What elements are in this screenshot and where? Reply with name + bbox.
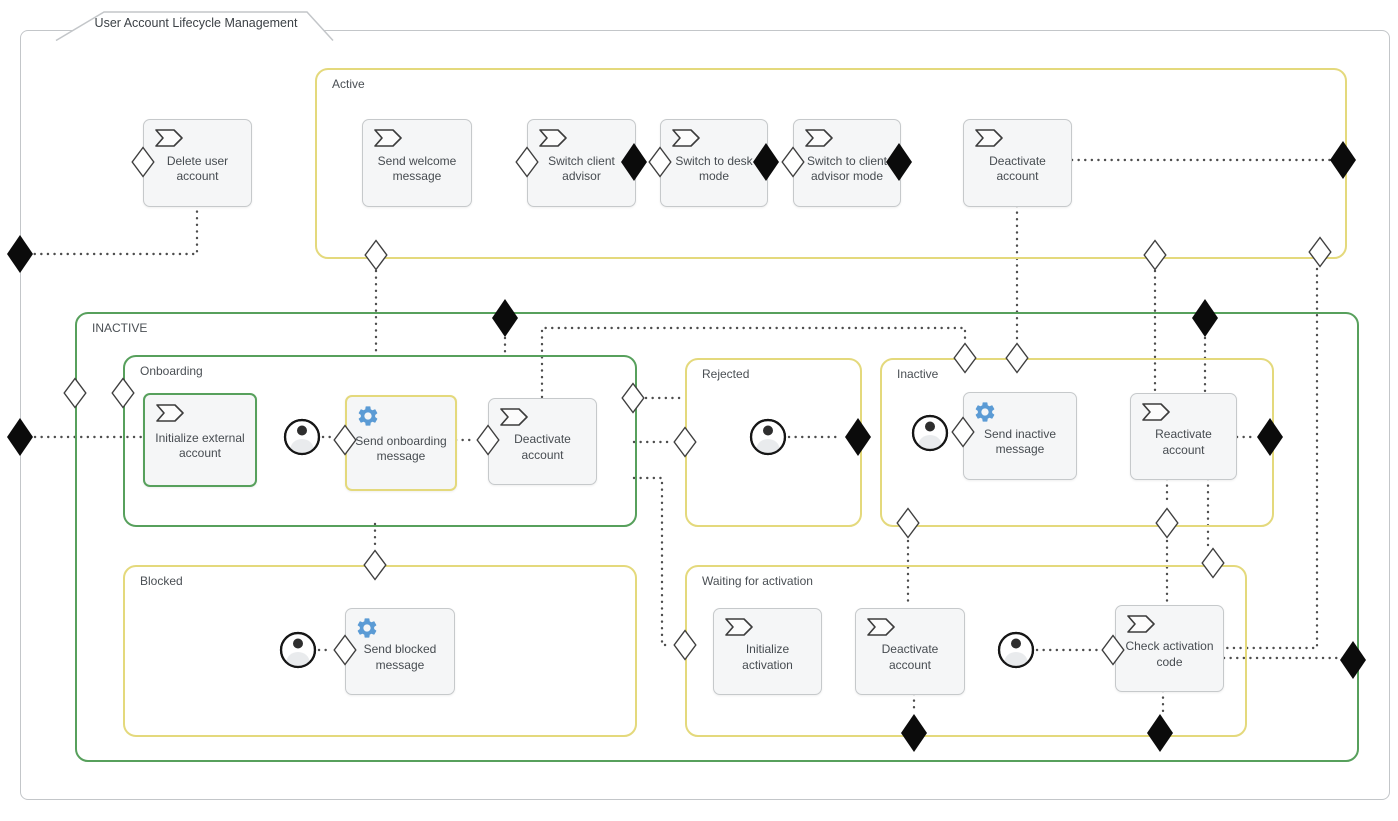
task-label: Reactivate account: [1155, 427, 1212, 457]
task-deactivate-account-waiting[interactable]: Deactivate account: [855, 608, 965, 695]
task-send-inactive-message[interactable]: Send inactive message: [963, 392, 1077, 480]
gateway-diamond[interactable]: [1143, 239, 1167, 271]
gateway-diamond[interactable]: [63, 377, 87, 409]
gateway-diamond-filled[interactable]: [620, 142, 648, 182]
task-initialize-activation[interactable]: Initialize activation: [713, 608, 822, 695]
gateway-diamond[interactable]: [333, 634, 357, 666]
gateway-diamond-filled[interactable]: [900, 713, 928, 753]
group-onboarding-label: Onboarding: [140, 364, 203, 378]
chevron-task-icon: [538, 128, 568, 148]
chevron-task-icon: [866, 617, 896, 637]
task-label: Deactivate account: [989, 153, 1046, 183]
gateway-diamond-filled[interactable]: [491, 298, 519, 338]
task-deactivate-account-active[interactable]: Deactivate account: [963, 119, 1072, 207]
user-icon[interactable]: [748, 417, 788, 457]
group-blocked-label: Blocked: [140, 574, 183, 588]
user-icon[interactable]: [910, 413, 950, 453]
lifecycle-frame[interactable]: [20, 30, 1390, 800]
gateway-diamond[interactable]: [1155, 507, 1179, 539]
gateway-diamond-filled[interactable]: [752, 142, 780, 182]
task-switch-to-client-advisor-mode[interactable]: Switch to client advisor mode: [793, 119, 901, 207]
gateway-diamond[interactable]: [1308, 236, 1332, 268]
page-title: User Account Lifecycle Management: [94, 16, 298, 30]
user-icon[interactable]: [282, 417, 322, 457]
task-initialize-external-account[interactable]: Initialize external account: [143, 393, 257, 487]
task-label: Initialize external account: [155, 430, 245, 460]
task-label: Send inactive message: [983, 426, 1057, 456]
gateway-diamond[interactable]: [333, 424, 357, 456]
task-label: Send onboarding message: [355, 433, 447, 463]
task-label: Switch client advisor: [548, 153, 615, 183]
gateway-diamond[interactable]: [953, 342, 977, 374]
task-label: Send blocked message: [363, 642, 437, 672]
gateway-diamond[interactable]: [621, 382, 645, 414]
gateway-diamond[interactable]: [515, 146, 539, 178]
gateway-diamond[interactable]: [648, 146, 672, 178]
gateway-diamond-filled[interactable]: [1146, 713, 1174, 753]
gateway-diamond[interactable]: [111, 377, 135, 409]
group-inactive-label: INACTIVE: [92, 321, 148, 335]
gear-icon: [356, 404, 380, 428]
gateway-diamond[interactable]: [364, 239, 388, 271]
chevron-task-icon: [373, 128, 403, 148]
gateway-diamond-filled[interactable]: [1339, 640, 1367, 680]
task-switch-to-desk-mode[interactable]: Switch to desk mode: [660, 119, 768, 207]
task-label: Delete user account: [166, 153, 229, 183]
group-waiting-label: Waiting for activation: [702, 574, 813, 588]
title-tab-shape: [55, 11, 334, 41]
task-label: Initialize activation: [742, 642, 793, 672]
gateway-diamond[interactable]: [1101, 634, 1125, 666]
gateway-diamond-filled[interactable]: [6, 417, 34, 457]
task-send-blocked-message[interactable]: Send blocked message: [345, 608, 455, 695]
gateway-diamond[interactable]: [781, 146, 805, 178]
gateway-diamond[interactable]: [673, 629, 697, 661]
task-label: Deactivate account: [514, 432, 571, 462]
task-label: Switch to client advisor mode: [806, 153, 888, 183]
task-label: Send welcome message: [377, 153, 457, 183]
task-label: Switch to desk mode: [675, 153, 753, 183]
user-icon[interactable]: [278, 630, 318, 670]
gateway-diamond-filled[interactable]: [1256, 417, 1284, 457]
gear-icon: [973, 400, 997, 424]
task-send-welcome-message[interactable]: Send welcome message: [362, 119, 472, 207]
gateway-diamond-filled[interactable]: [844, 417, 872, 457]
group-onboarding[interactable]: Onboarding: [123, 355, 637, 527]
task-send-onboarding-message[interactable]: Send onboarding message: [345, 395, 457, 491]
chevron-task-icon: [804, 128, 834, 148]
user-icon[interactable]: [996, 630, 1036, 670]
gateway-diamond-filled[interactable]: [6, 234, 34, 274]
gateway-diamond[interactable]: [131, 146, 155, 178]
task-deactivate-account-onboarding[interactable]: Deactivate account: [488, 398, 597, 485]
gateway-diamond[interactable]: [896, 507, 920, 539]
chevron-task-icon: [1126, 614, 1156, 634]
task-label: Deactivate account: [881, 642, 939, 672]
task-label: Check activation code: [1125, 639, 1214, 669]
task-reactivate-account[interactable]: Reactivate account: [1130, 393, 1237, 480]
gateway-diamond[interactable]: [1005, 342, 1029, 374]
gateway-diamond[interactable]: [1201, 547, 1225, 579]
task-switch-client-advisor[interactable]: Switch client advisor: [527, 119, 636, 207]
group-inactive[interactable]: INACTIVE: [75, 312, 1359, 762]
chevron-task-icon: [671, 128, 701, 148]
chevron-task-icon: [974, 128, 1004, 148]
group-rejected-label: Rejected: [702, 367, 750, 381]
gateway-diamond[interactable]: [951, 416, 975, 448]
chevron-task-icon: [155, 403, 185, 423]
gateway-diamond-filled[interactable]: [885, 142, 913, 182]
chevron-task-icon: [154, 128, 184, 148]
group-inactive-inner-label: Inactive: [897, 367, 939, 381]
gateway-diamond[interactable]: [476, 424, 500, 456]
gear-icon: [355, 616, 379, 640]
chevron-task-icon: [724, 617, 754, 637]
chevron-task-icon: [499, 407, 529, 427]
gateway-diamond[interactable]: [363, 549, 387, 581]
gateway-diamond[interactable]: [673, 426, 697, 458]
group-active-label: Active: [332, 77, 365, 91]
gateway-diamond-filled[interactable]: [1329, 140, 1357, 180]
task-delete-user-account[interactable]: Delete user account: [143, 119, 252, 207]
task-check-activation-code[interactable]: Check activation code: [1115, 605, 1224, 692]
chevron-task-icon: [1141, 402, 1171, 422]
gateway-diamond-filled[interactable]: [1191, 298, 1219, 338]
